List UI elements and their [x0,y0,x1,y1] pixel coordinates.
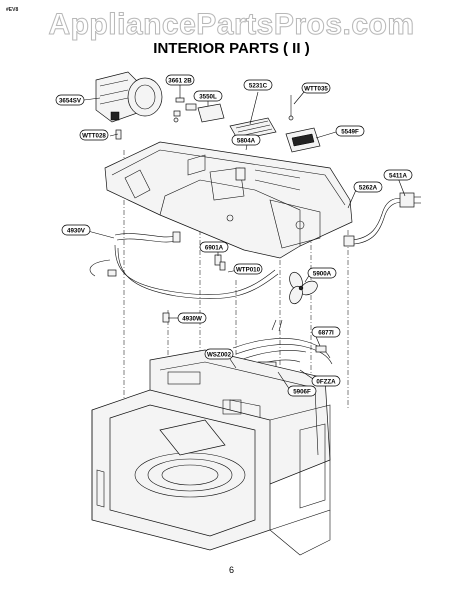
blower-motor-assembly [95,71,163,140]
callout-label: 5804A [237,138,256,145]
callout-WTT035: WTT035 [301,82,331,94]
callout-label: 0FZZA [316,379,336,386]
page-title: INTERIOR PARTS ( II ) [153,40,310,57]
watermark: AppliancePartsPros.com [48,8,415,42]
callout-3654SV: 3654SV [55,94,85,106]
callout-label: 5262A [359,185,378,192]
wire-harness [89,231,279,323]
callout-5411A: 5411A [383,169,413,181]
callout-label: 5900A [313,271,332,278]
callout-label: 3661 2B [168,78,192,85]
callout-5549F: 5549F [335,125,365,137]
callout-label: 5906F [293,389,311,396]
callout-6901A: 6901A [199,241,229,253]
page-number: 6 [228,565,234,575]
callout-5231C: 5231C [243,79,273,91]
callout-label: 4930V [67,228,86,235]
callout-label: 3654SV [59,98,82,105]
oven-cavity-frame [91,349,331,556]
callout-0FZZA: 0FZZA [311,375,341,387]
callout-5262A: 5262A [353,181,383,193]
callout-label: 4930W [182,316,202,323]
callout-5906F: 5906F [287,385,317,397]
callout-4930W: 4930W [177,312,207,324]
small-top-parts [173,95,321,153]
fan-blade [289,271,318,305]
callout-label: WTT035 [304,86,328,93]
callout-WTT028: WTT028 [79,129,109,141]
callout-label: 6877I [318,330,334,337]
callout-label: 3550L [199,94,217,101]
callout-5804A: 5804A [231,134,261,146]
callout-label: 6901A [205,245,224,252]
callout-label: WTP010 [236,267,261,274]
power-cord [343,192,421,247]
corner-code: #EV8 [6,7,19,13]
callout-3550L: 3550L [193,90,223,102]
callout-label: 5411A [389,173,407,180]
callout-label: 5549F [341,129,359,136]
base-plate [104,141,353,259]
callout-WTP010: WTP010 [233,263,263,275]
callout-label: WTT028 [82,133,106,140]
callout-36612B: 3661 2B [165,74,195,86]
callout-5900A: 5900A [307,267,337,279]
callout-4930V: 4930V [61,224,91,236]
callout-6877I: 6877I [311,326,341,338]
callout-WSZ002: WSZ002 [204,348,234,360]
callout-label: WSZ002 [207,352,232,359]
callout-label: 5231C [249,83,268,90]
